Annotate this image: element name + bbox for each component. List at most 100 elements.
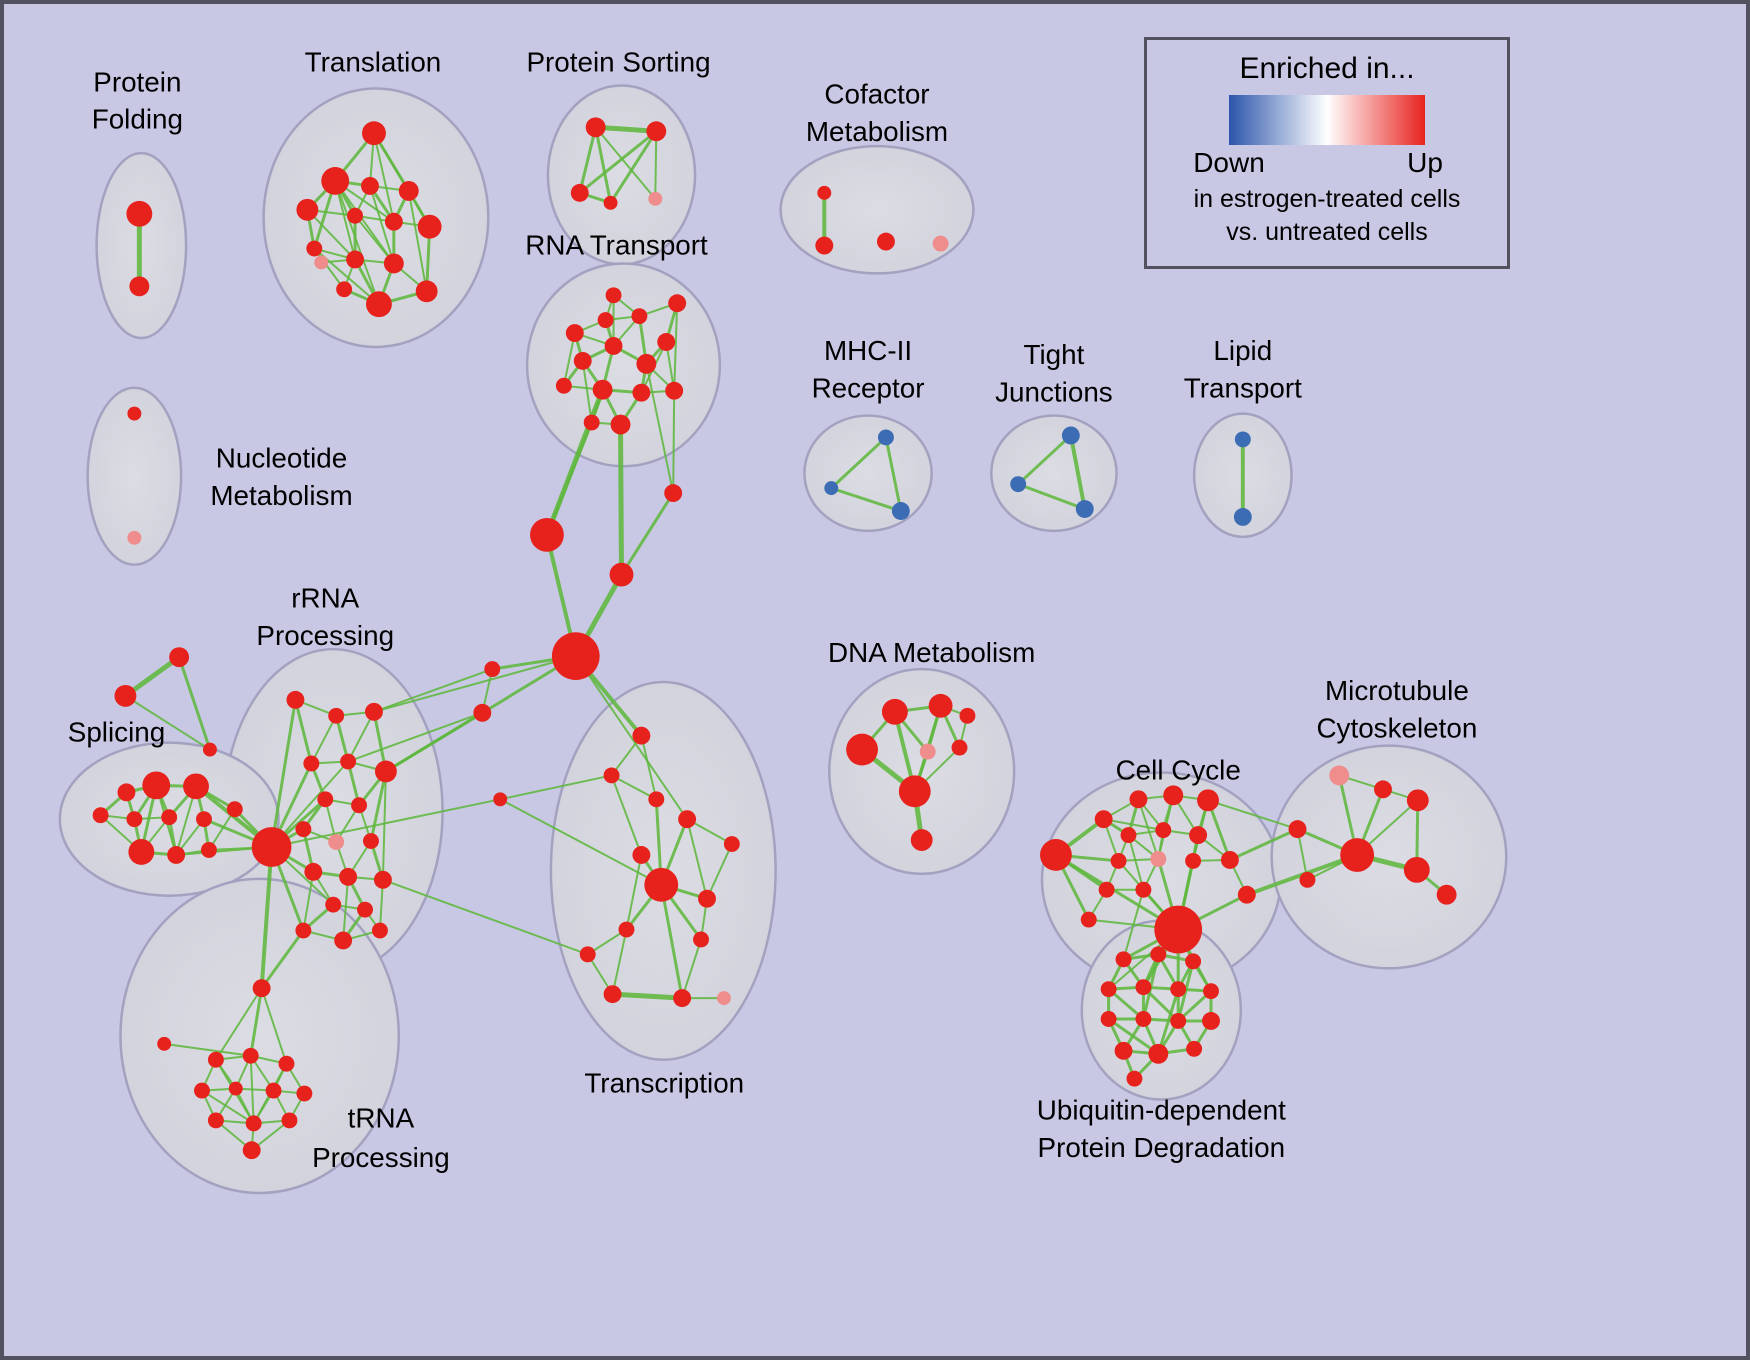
network-node-ub1 xyxy=(1115,951,1132,968)
network-node-t13 xyxy=(366,291,392,318)
cluster-label-protein-sorting: Protein Sorting xyxy=(526,47,710,78)
edge-rrhub-rr1 xyxy=(270,698,297,849)
network-node-t7 xyxy=(384,212,403,231)
network-node-t5 xyxy=(398,180,419,201)
edge-h1-tx4 xyxy=(574,655,689,821)
edge-tj1-tj3 xyxy=(1068,433,1087,511)
edge-fs1-fs3 xyxy=(177,655,212,752)
edge-h8-rrhub xyxy=(270,798,502,849)
edge-rr6-rr14 xyxy=(381,770,387,881)
cluster-ellipse-rna-transport xyxy=(525,262,722,468)
edge-cc14-ub1 xyxy=(1122,888,1145,961)
network-node-rr9 xyxy=(295,821,312,838)
network-node-rr15 xyxy=(325,896,342,913)
edge-tj2-tj3 xyxy=(1016,482,1087,511)
network-node-tn8 xyxy=(207,1112,224,1129)
cluster-ellipse-microtubule-cytoskeleton xyxy=(1270,744,1508,970)
network-node-rt6 xyxy=(657,333,676,351)
cluster-ellipse-tight-junctions xyxy=(990,414,1118,533)
edge-rr17-trtop xyxy=(260,929,305,990)
network-node-dm4 xyxy=(846,733,878,766)
network-node-h6 xyxy=(484,661,501,678)
network-node-t8 xyxy=(417,214,442,239)
network-node-cc14 xyxy=(1135,881,1152,898)
network-node-tj3 xyxy=(1075,500,1094,518)
network-node-cc6 xyxy=(1120,827,1137,844)
network-node-ub7 xyxy=(1203,983,1219,1000)
network-node-dm8 xyxy=(910,829,933,851)
network-node-ub14 xyxy=(1186,1040,1203,1057)
network-node-t3 xyxy=(296,198,319,221)
legend-gradient-bar xyxy=(1229,95,1425,145)
edge-rt14-h2 xyxy=(618,422,624,578)
network-node-rr13 xyxy=(339,867,358,886)
network-node-cc5 xyxy=(1197,789,1219,812)
network-node-sp5 xyxy=(126,811,143,828)
network-node-tx2 xyxy=(603,767,620,784)
edge-t6-t12 xyxy=(354,214,395,265)
cluster-label-cell-cycle: Cell Cycle xyxy=(1116,754,1241,785)
legend-caption-line1: in estrogen-treated cells xyxy=(1193,185,1461,213)
edge-rt8-rt15 xyxy=(581,359,593,424)
network-node-fs1 xyxy=(169,647,190,668)
cluster-label-dna-metabolism: DNA Metabolism xyxy=(828,637,1035,668)
network-node-ub10 xyxy=(1170,1013,1187,1029)
legend-up-label: Up xyxy=(1407,147,1443,178)
network-node-t2 xyxy=(321,167,350,195)
edge-t5-t14 xyxy=(407,189,428,293)
edge-rr12-rr17 xyxy=(302,870,315,932)
network-node-tn6 xyxy=(265,1082,282,1099)
network-node-rr1 xyxy=(286,690,305,709)
network-node-tx9 xyxy=(618,921,635,938)
network-node-mc8 xyxy=(1299,871,1316,888)
network-node-dm3 xyxy=(959,707,976,724)
edge-mh1-mh2 xyxy=(829,435,888,490)
edge-tx2-tx3 xyxy=(610,774,658,801)
edge-t4-t12 xyxy=(368,184,395,265)
network-node-cm1 xyxy=(817,185,832,200)
network-node-trleft xyxy=(157,1036,172,1051)
network-node-ub15 xyxy=(1126,1070,1143,1087)
network-node-pf1 xyxy=(126,200,153,227)
edge-ps1-ps3 xyxy=(578,125,598,195)
edge-rt15-h4 xyxy=(545,421,594,537)
network-node-t6 xyxy=(347,207,364,224)
network-node-ub13 xyxy=(1148,1043,1169,1064)
edge-tx1-tx3 xyxy=(640,734,658,801)
network-node-rt9 xyxy=(636,353,657,374)
network-node-h2 xyxy=(609,562,634,587)
edge-cc12-mc4 xyxy=(1228,827,1299,862)
edge-cc3-cc10 xyxy=(1137,798,1160,860)
edge-mh2-mh3 xyxy=(829,486,903,513)
network-node-t1 xyxy=(362,121,386,146)
edge-t1-t7 xyxy=(372,132,395,223)
edge-trtop-tn3 xyxy=(260,987,288,1065)
network-node-tx5 xyxy=(723,836,740,852)
network-node-cc1 xyxy=(1040,839,1072,871)
network-node-rr4 xyxy=(303,755,320,772)
network-nodes xyxy=(92,117,1457,1160)
cluster-ellipse-cofactor-metabolism xyxy=(779,144,975,275)
network-node-t4 xyxy=(361,176,379,195)
edge-h8-tx7 xyxy=(499,798,663,886)
network-node-nm2 xyxy=(127,530,142,545)
network-node-rt10 xyxy=(555,377,572,394)
network-node-t11 xyxy=(346,250,365,269)
network-node-tn4 xyxy=(194,1082,210,1099)
network-node-ub5 xyxy=(1135,979,1152,996)
edge-tx7-tx12 xyxy=(659,883,684,1000)
network-node-tx11 xyxy=(603,985,622,1004)
edge-t3-t11 xyxy=(306,208,357,261)
network-node-rr2 xyxy=(328,707,345,724)
network-node-mc3 xyxy=(1406,789,1429,812)
network-node-h8 xyxy=(493,792,508,807)
network-node-mc1 xyxy=(1329,765,1350,786)
network-node-rr16 xyxy=(357,901,373,918)
network-node-tx1 xyxy=(632,726,651,745)
